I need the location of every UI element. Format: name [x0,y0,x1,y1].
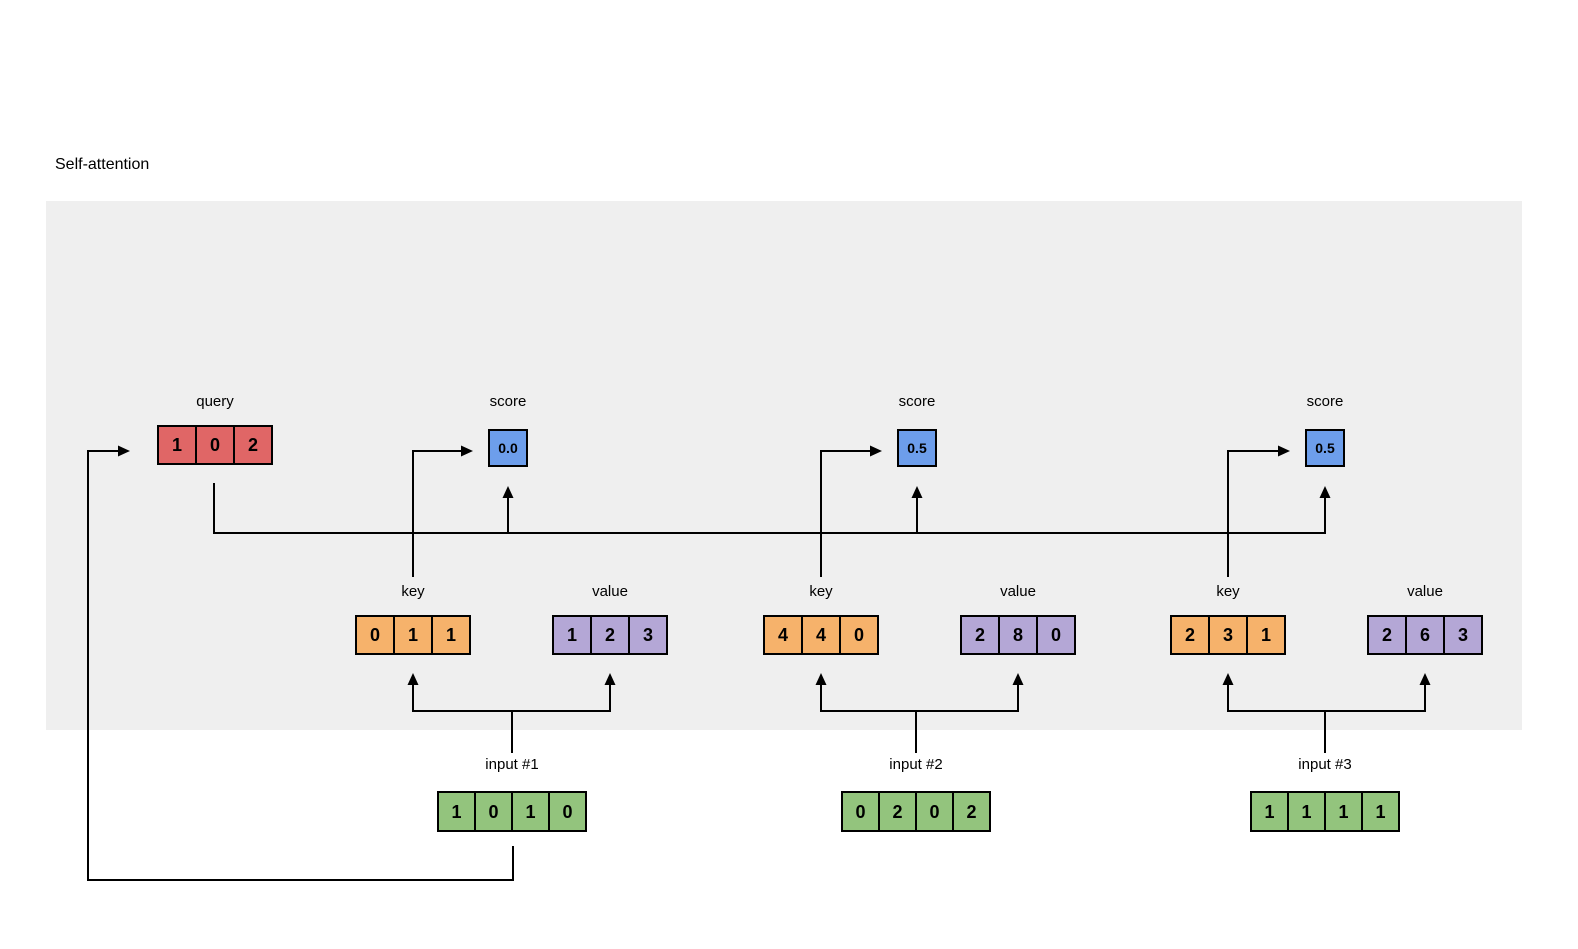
input-cell: 0 [548,791,587,832]
input-cell: 1 [1287,791,1326,832]
score2-label: score [898,393,936,410]
score3-box: 0.5 [1305,429,1345,467]
key3-to-score3-line [1227,445,1290,577]
value-cell: 1 [552,615,592,655]
input2-vector: 0 2 0 2 [841,791,991,832]
input2-to-key2-line [815,673,916,712]
input-cell: 0 [915,791,954,832]
value1-label: value [592,583,628,600]
input3-vector: 1 1 1 1 [1250,791,1400,832]
input-cell: 1 [437,791,476,832]
score1-box: 0.0 [488,429,528,467]
key-cell: 4 [801,615,841,655]
input2-label: input #2 [889,756,943,773]
input1-to-value1-line [512,673,616,712]
key-cell: 0 [355,615,395,655]
value-cell: 6 [1405,615,1445,655]
query-label: query [196,393,234,410]
key1-label: key [401,583,425,600]
value-cell: 3 [628,615,668,655]
key-cell: 1 [431,615,471,655]
value1-vector: 1 2 3 [552,615,668,655]
key-cell: 3 [1208,615,1248,655]
input-cell: 1 [1324,791,1363,832]
key-cell: 2 [1170,615,1210,655]
input-cell: 2 [878,791,917,832]
value-cell: 2 [590,615,630,655]
score1-label: score [489,393,527,410]
input-cell: 1 [1361,791,1400,832]
key-cell: 1 [393,615,433,655]
input1-to-key1-line [407,673,512,712]
query-cell: 2 [233,425,273,465]
value-cell: 8 [998,615,1038,655]
key1-to-score1-line [412,445,473,577]
key-cell: 4 [763,615,803,655]
value3-vector: 2 6 3 [1367,615,1483,655]
query-cell: 1 [157,425,197,465]
input-cell: 0 [474,791,513,832]
key2-vector: 4 4 0 [763,615,879,655]
score3-label: score [1306,393,1344,410]
key-cell: 0 [839,615,879,655]
value2-label: value [1000,583,1036,600]
key-cell: 1 [1246,615,1286,655]
diagram-title: Self-attention [55,156,150,173]
input3-to-value3-line [1325,673,1431,712]
input3-to-key3-line [1222,673,1325,712]
value-cell: 0 [1036,615,1076,655]
value-cell: 2 [960,615,1000,655]
value-cell: 3 [1443,615,1483,655]
query-rail-line [213,483,1331,534]
input2-to-value2-line [916,673,1024,712]
input1-label: input #1 [485,756,539,773]
key3-label: key [1216,583,1240,600]
value-cell: 2 [1367,615,1407,655]
input-cell: 0 [841,791,880,832]
key3-vector: 2 3 1 [1170,615,1286,655]
key1-vector: 0 1 1 [355,615,471,655]
value2-vector: 2 8 0 [960,615,1076,655]
key2-label: key [809,583,833,600]
key2-to-score2-line [820,445,882,577]
input-cell: 2 [952,791,991,832]
input-cell: 1 [511,791,550,832]
value3-label: value [1407,583,1443,600]
input3-label: input #3 [1298,756,1352,773]
score2-box: 0.5 [897,429,937,467]
input-cell: 1 [1250,791,1289,832]
query-cell: 0 [195,425,235,465]
query-vector: 1 0 2 [157,425,273,465]
input1-to-query-line [87,445,514,881]
input1-vector: 1 0 1 0 [437,791,587,832]
